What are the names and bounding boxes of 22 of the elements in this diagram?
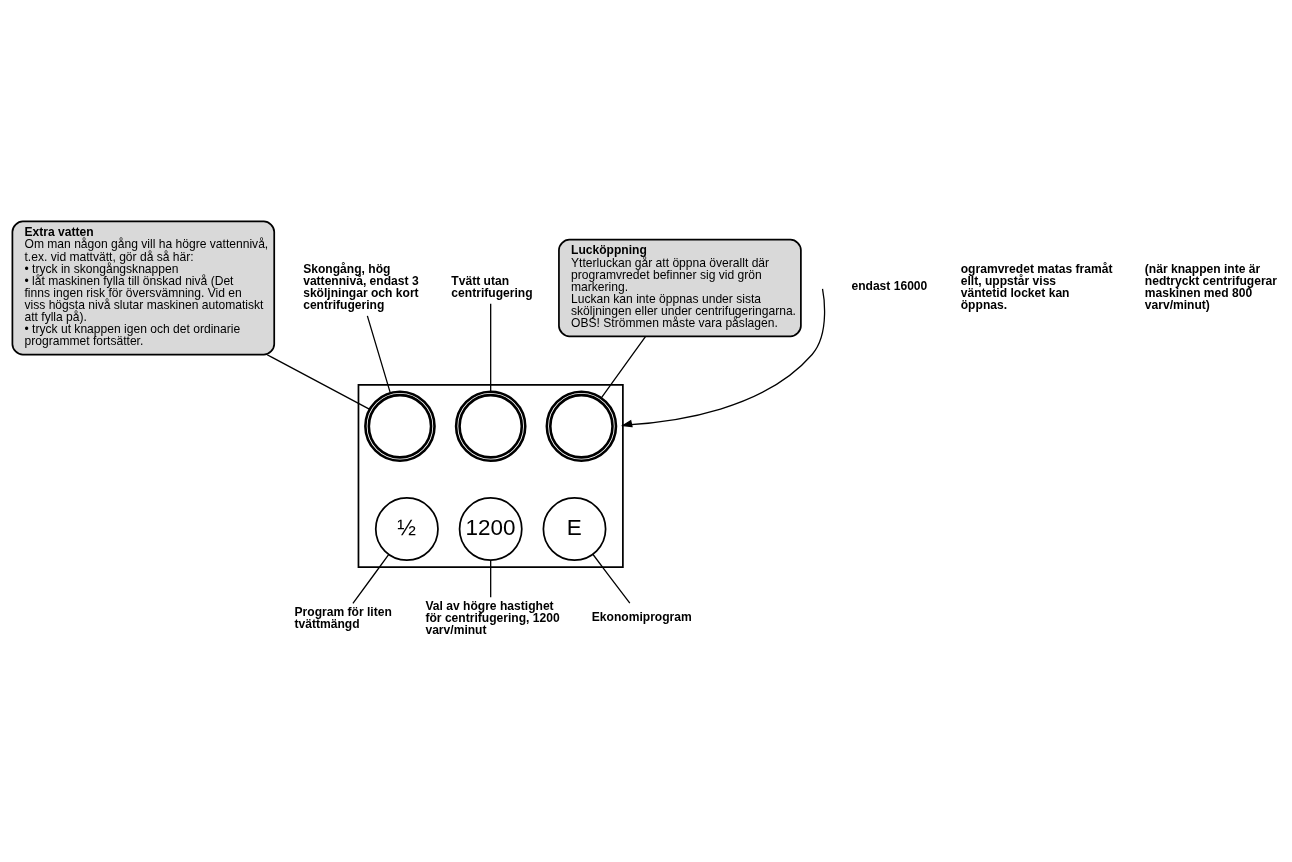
label: endast 16000 [851,279,928,294]
node-text: Program för liten tvättmängd [294,604,392,631]
node-text: Ekonomiprogram [591,610,692,625]
label: ogramvredet matas framåt ellt, uppstår viss väntetid locket kan öppnas. [960,261,1113,312]
connector [266,354,371,410]
node-text: Skongång, hög vattennivå, endast 3 sköljningar och kort centrifugering [303,261,419,312]
node-text: Tvätt utan centrifugering [451,273,533,300]
node-box: Extra vatten Om man någon gång vill ha högre vattennivå, t.ex. vid mattvätt, gör då så här: • tryck in skongångsknappen • låt maskinen fylla till önskad nivå (Det finns ingen risk för översvämning. Vid en viss högsta nivå slutar maskinen automatiskt att fylla på). • tryck ut knappen igen och det ordinarie programmet fortsätter. [11,220,276,356]
connector [600,335,647,399]
arrow [620,288,826,428]
connector [490,559,492,598]
node-circle: 1200 [458,497,523,562]
connector [366,315,391,394]
label: (när knappen inte är nedtryckt centrifugerar maskinen med 800 varv/minut) [1144,261,1278,312]
node-circle: E [542,497,607,562]
connector [490,303,492,393]
connector [352,553,390,604]
node-box: Lucköppning Ytterluckan går att öppna överallt där programvredet befinner sig vid grön markering. Luckan kan inte öppnas under sista sköljningen eller under centrifugeringarna. OBS! Strömmen måste vara påslagen. [558,238,802,338]
cluster [357,383,624,568]
connector [592,553,631,604]
node-circle: ½ [374,497,439,562]
node-text: Val av högre hastighet för centrifugering, 1200 varv/minut [425,598,560,637]
